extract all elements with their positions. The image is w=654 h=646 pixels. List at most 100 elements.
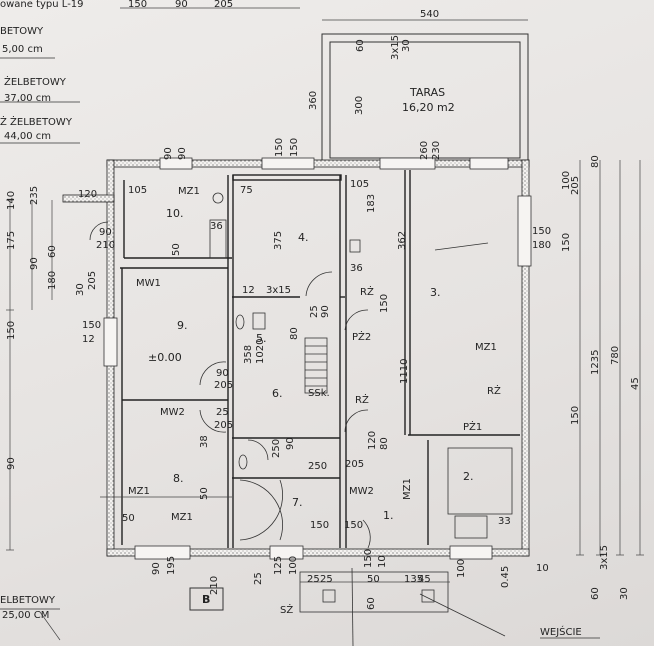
label-level: ±0.00 bbox=[148, 351, 182, 364]
label-mw2-b: MW2 bbox=[349, 486, 374, 497]
dim: 45 bbox=[418, 574, 431, 585]
dim: 210 bbox=[209, 575, 220, 595]
note-7: ELBETOWY bbox=[0, 595, 56, 606]
entrance-steps bbox=[299, 567, 506, 646]
dim: 90 bbox=[285, 437, 296, 450]
label-rz-c: RŻ bbox=[487, 386, 501, 397]
dim: 50 bbox=[122, 513, 135, 524]
dim: 140 bbox=[6, 190, 17, 210]
dim: 150 bbox=[289, 137, 300, 157]
dim: 150 bbox=[344, 520, 364, 531]
dim: 10 bbox=[536, 563, 549, 574]
dim: 150 bbox=[363, 548, 374, 568]
dim: 150 bbox=[82, 320, 102, 331]
room-6: 6. bbox=[272, 387, 283, 400]
dim: 3x15 bbox=[599, 544, 610, 570]
dim: 90 bbox=[320, 305, 331, 318]
dim: 780 bbox=[610, 345, 621, 365]
dim: 250 bbox=[271, 438, 282, 458]
dim: 205 bbox=[345, 459, 365, 470]
dim: 210 bbox=[96, 240, 116, 251]
dim: 100 bbox=[456, 558, 467, 578]
dim: 60 bbox=[355, 39, 366, 52]
dim: 60 bbox=[47, 245, 58, 258]
dim: 33 bbox=[498, 516, 511, 527]
interior-walls bbox=[120, 170, 520, 548]
dim: 36 bbox=[350, 263, 363, 274]
dim: 90 bbox=[177, 147, 188, 160]
dim: 90 bbox=[163, 147, 174, 160]
dim: 150 bbox=[128, 0, 148, 10]
label-ssk: SSk. bbox=[308, 388, 330, 399]
label-pz2: PŻ2 bbox=[352, 332, 372, 343]
dim: 205 bbox=[214, 0, 234, 10]
door-swings bbox=[89, 221, 371, 549]
room-9: 9. bbox=[177, 319, 188, 332]
dim: 80 bbox=[590, 155, 601, 168]
section-marker bbox=[189, 587, 224, 611]
label-mw2: MW2 bbox=[160, 407, 185, 418]
windows bbox=[103, 157, 532, 560]
dim: 30 bbox=[75, 283, 86, 296]
dim: 120 bbox=[78, 189, 98, 200]
dim: 205 bbox=[87, 270, 98, 290]
dim: 90 bbox=[151, 562, 162, 575]
label-mz1-b: MZ1 bbox=[128, 486, 150, 497]
kitchen-counter bbox=[209, 192, 513, 539]
dim: 3x15 bbox=[266, 285, 292, 296]
room-10: 10. bbox=[166, 207, 184, 220]
dim: 260 bbox=[419, 140, 430, 160]
label-b: B bbox=[202, 593, 211, 606]
label-mz1-c: MZ1 bbox=[171, 512, 193, 523]
dim: 362 bbox=[397, 230, 408, 250]
dim: 60 bbox=[590, 587, 601, 600]
dim: 0.45 bbox=[500, 565, 511, 588]
label-rz: RŻ bbox=[360, 287, 374, 298]
dim: 205 bbox=[570, 175, 581, 195]
dim: 150 bbox=[561, 232, 572, 252]
label-mz1-d: MZ1 bbox=[475, 342, 497, 353]
label-mz1: MZ1 bbox=[178, 186, 200, 197]
dim: 80 bbox=[289, 327, 300, 340]
dim: 205 bbox=[214, 380, 234, 391]
dim: 12 bbox=[242, 285, 255, 296]
dim: 75 bbox=[240, 185, 253, 196]
dim: 25 bbox=[216, 407, 229, 418]
dim: 235 bbox=[29, 185, 40, 205]
dim: 105 bbox=[128, 185, 148, 196]
dim: 150 bbox=[310, 520, 330, 531]
dim: 90 bbox=[29, 257, 40, 270]
label-entrance: WEJŚCIE bbox=[540, 627, 582, 638]
dim: 25 bbox=[320, 574, 333, 585]
note-5: Ż ŻELBETOWY bbox=[0, 117, 72, 128]
dim: 45 bbox=[630, 377, 641, 390]
dim: 375 bbox=[273, 230, 284, 250]
dim: 135 bbox=[404, 574, 424, 585]
dim: 360 bbox=[308, 90, 319, 110]
dim: 150 bbox=[532, 226, 552, 237]
note-3: ŻELBETOWY bbox=[4, 77, 66, 88]
top-note: owane typu L-19 bbox=[0, 0, 84, 10]
dim: 90 bbox=[175, 0, 188, 10]
room-5: 5. bbox=[256, 332, 267, 345]
dim: 90 bbox=[99, 227, 112, 238]
dim: 80 bbox=[379, 437, 390, 450]
dim: 100 bbox=[288, 555, 299, 575]
dim: 175 bbox=[6, 230, 17, 250]
dim: 50 bbox=[171, 243, 182, 256]
dim: 120 bbox=[367, 430, 378, 450]
dim: 150 bbox=[570, 405, 581, 425]
dim: 50 bbox=[367, 574, 380, 585]
dim: 3x15 bbox=[390, 34, 401, 60]
terrace-area: 16,20 m2 bbox=[402, 101, 455, 114]
room-3: 3. bbox=[430, 286, 441, 299]
note-8: 25,00 CM bbox=[2, 610, 50, 621]
dim: 38 bbox=[199, 435, 210, 448]
dim: MZ1 bbox=[402, 478, 413, 500]
dim: 10 bbox=[377, 555, 388, 568]
dim: 36 bbox=[210, 221, 223, 232]
dim: 180 bbox=[532, 240, 552, 251]
dim: 125 bbox=[273, 555, 284, 575]
